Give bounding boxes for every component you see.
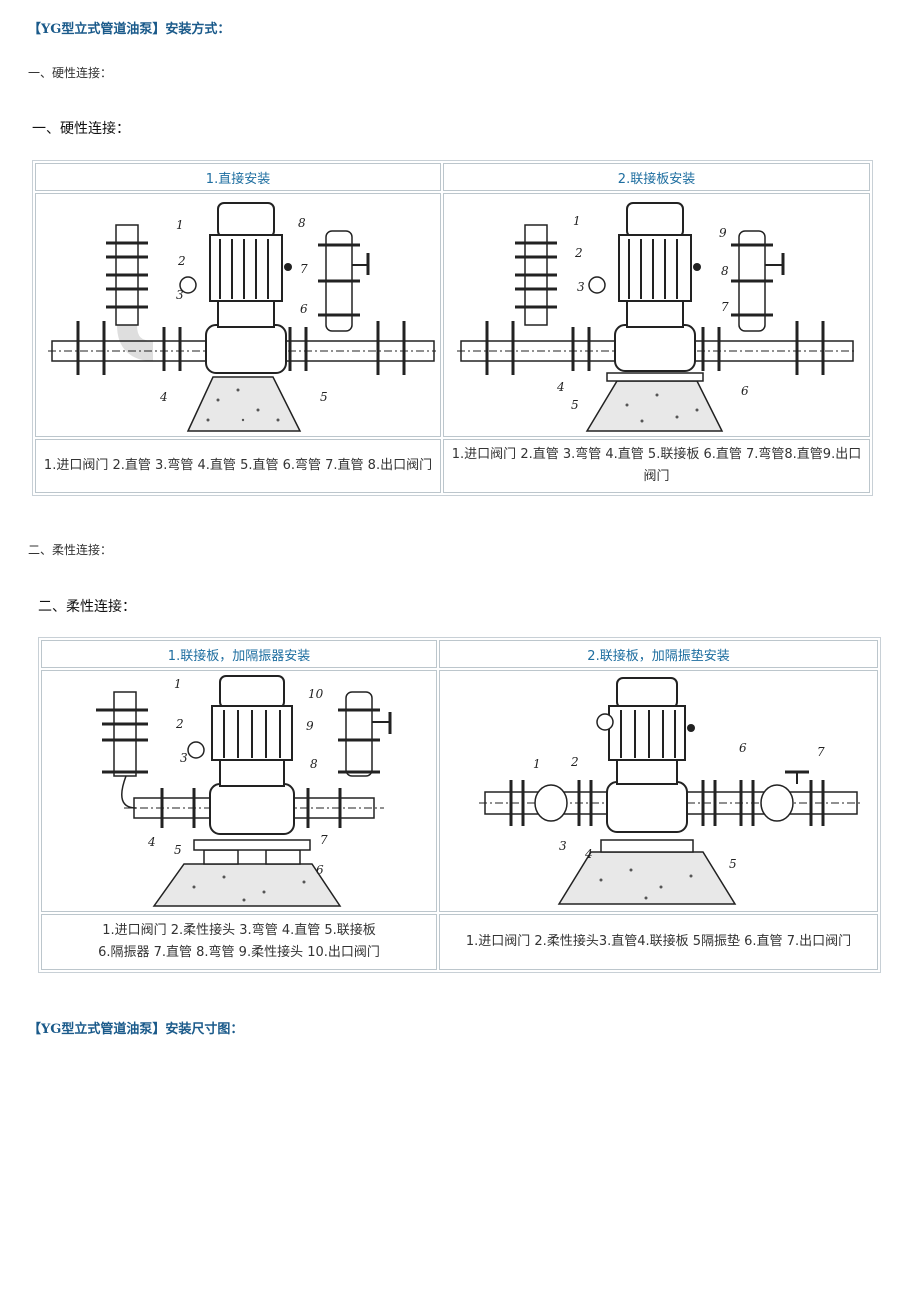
hard2-label-7: 7 bbox=[721, 300, 729, 314]
hard1-label-8: 8 bbox=[298, 216, 306, 230]
hard-direct-install-diagram: 1 2 3 4 5 6 7 8 bbox=[35, 193, 441, 437]
hard1-label-4: 4 bbox=[159, 390, 168, 404]
hard2-label-2: 2 bbox=[574, 246, 583, 260]
hard-col2-header: 2.联接板安装 bbox=[443, 163, 870, 191]
soft-col1-caption: 1.进口阀门 2.柔性接头 3.弯管 4.直管 5.联接板 6.隔振器 7.直管… bbox=[41, 914, 437, 970]
soft2-label-3: 3 bbox=[559, 839, 567, 853]
soft2-label-5: 5 bbox=[729, 857, 737, 871]
soft-col1-caption-line1: 1.进口阀门 2.柔性接头 3.弯管 4.直管 5.联接板 bbox=[102, 923, 376, 938]
soft1-label-1: 1 bbox=[174, 677, 182, 691]
soft-isolator-install-diagram: 1 2 3 4 5 6 7 8 9 10 bbox=[41, 670, 437, 912]
hard1-label-1: 1 bbox=[176, 218, 184, 232]
soft-connection-table: 1.联接板，加隔振器安装 2.联接板，加隔振垫安装 bbox=[38, 637, 881, 973]
soft-col1-caption-line2: 6.隔振器 7.直管 8.弯管 9.柔性接头 10.出口阀门 bbox=[98, 945, 380, 960]
hard2-label-3: 3 bbox=[577, 280, 585, 294]
soft2-label-1: 1 bbox=[533, 757, 541, 771]
hard2-label-1: 1 bbox=[573, 214, 581, 228]
hard2-label-8: 8 bbox=[721, 264, 729, 278]
hard1-label-5: 5 bbox=[320, 390, 328, 404]
soft1-label-8: 8 bbox=[310, 757, 318, 771]
soft-col2-header: 2.联接板，加隔振垫安装 bbox=[439, 640, 878, 668]
soft-pad-install-diagram: 1 2 3 4 5 6 7 bbox=[439, 670, 878, 912]
hard1-label-6: 6 bbox=[300, 302, 308, 316]
soft1-label-7: 7 bbox=[320, 833, 328, 847]
heading-install-method: 【YG型立式管道油泵】安装方式： bbox=[28, 22, 231, 37]
hard2-label-9: 9 bbox=[719, 226, 727, 240]
soft1-label-3: 3 bbox=[180, 751, 188, 765]
section2-title-small: 二、柔性连接： bbox=[28, 543, 113, 557]
soft1-label-9: 9 bbox=[306, 719, 314, 733]
hard-col1-header: 1.直接安装 bbox=[35, 163, 441, 191]
hard-col2-caption: 1.进口阀门 2.直管 3.弯管 4.直管 5.联接板 6.直管 7.弯管8.直… bbox=[443, 439, 870, 493]
hard2-label-6: 6 bbox=[741, 384, 749, 398]
soft2-label-2: 2 bbox=[570, 755, 579, 769]
soft1-label-4: 4 bbox=[147, 835, 156, 849]
section2-title-large: 二、柔性连接： bbox=[38, 599, 136, 615]
hard2-label-4: 4 bbox=[556, 380, 565, 394]
soft2-label-6: 6 bbox=[739, 741, 747, 755]
soft1-label-10: 10 bbox=[308, 687, 324, 701]
soft1-label-6: 6 bbox=[316, 863, 324, 877]
soft-col1-header: 1.联接板，加隔振器安装 bbox=[41, 640, 437, 668]
hard1-label-7: 7 bbox=[300, 262, 308, 276]
hard-col1-caption: 1.进口阀门 2.直管 3.弯管 4.直管 5.直管 6.弯管 7.直管 8.出… bbox=[35, 439, 441, 493]
hard1-label-2: 2 bbox=[177, 254, 186, 268]
hard1-label-3: 3 bbox=[176, 288, 184, 302]
heading-dimensions: 【YG型立式管道油泵】安装尺寸图： bbox=[28, 1022, 244, 1037]
soft2-label-7: 7 bbox=[817, 745, 825, 759]
soft-col2-caption: 1.进口阀门 2.柔性接头3.直管4.联接板 5隔振垫 6.直管 7.出口阀门 bbox=[439, 914, 878, 970]
soft1-label-5: 5 bbox=[174, 843, 182, 857]
section1-title-small: 一、硬性连接： bbox=[28, 66, 113, 80]
soft1-label-2: 2 bbox=[175, 717, 184, 731]
hard-plate-install-diagram: 1 2 3 4 5 6 7 8 9 bbox=[443, 193, 870, 437]
soft2-label-4: 4 bbox=[584, 847, 593, 861]
hard2-label-5: 5 bbox=[571, 398, 579, 412]
hard-connection-table: 1.直接安装 2.联接板安装 bbox=[32, 160, 873, 496]
section1-title-large: 一、硬性连接： bbox=[32, 121, 130, 137]
